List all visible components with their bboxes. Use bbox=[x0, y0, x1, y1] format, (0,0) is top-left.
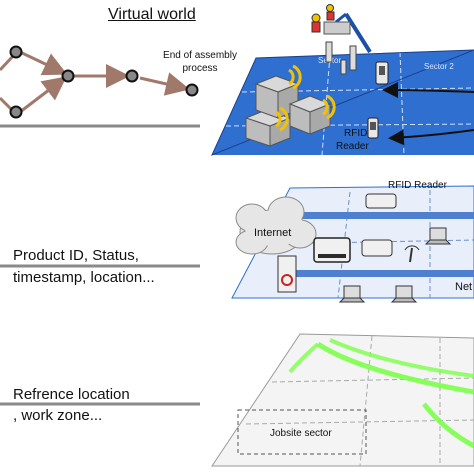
jobsite-label: Jobsite sector bbox=[270, 428, 332, 439]
wifi-signal-icon bbox=[275, 64, 336, 132]
process-node bbox=[9, 105, 23, 119]
signal-arrow bbox=[388, 129, 474, 146]
laptop-icon bbox=[424, 227, 452, 245]
end-of-assembly-label-line2: process bbox=[182, 63, 218, 74]
rfid-reader-label: RFID Reader bbox=[388, 180, 448, 191]
green-path bbox=[316, 341, 474, 395]
router-icon bbox=[313, 237, 351, 263]
jobsite-sector-box bbox=[237, 409, 367, 455]
process-node bbox=[125, 69, 139, 83]
jobsite-panel: Jobsite sector bbox=[211, 333, 474, 467]
data-label-line2: timestamp, location... bbox=[13, 269, 155, 286]
internet-label: Internet bbox=[254, 227, 291, 239]
end-of-assembly-label-line1: End of assembly bbox=[163, 50, 237, 61]
green-path bbox=[329, 338, 474, 378]
internet-cloud-icon bbox=[235, 196, 317, 255]
process-node bbox=[9, 45, 23, 59]
network-backbone bbox=[290, 270, 474, 277]
process-node bbox=[61, 69, 75, 83]
virtual-world-title: Virtual world bbox=[108, 6, 196, 23]
crane-load bbox=[323, 21, 351, 35]
reference-label-line2: , work zone... bbox=[13, 407, 103, 424]
laptop-icon bbox=[338, 285, 366, 303]
signal-arrow bbox=[382, 82, 474, 99]
edge bbox=[0, 53, 16, 72]
process-node bbox=[185, 83, 199, 97]
switch-icon bbox=[361, 239, 393, 257]
edge bbox=[19, 76, 67, 114]
column-element bbox=[349, 45, 357, 71]
laptop-icon bbox=[390, 285, 418, 303]
antenna-icon bbox=[409, 247, 413, 263]
network-backbone bbox=[300, 212, 474, 219]
rfid-label-line2: Reader bbox=[336, 141, 369, 152]
process-graph bbox=[0, 45, 199, 119]
worker-icon bbox=[311, 13, 321, 23]
data-label-line1: Product ID, Status, bbox=[13, 247, 139, 264]
reference-label-line1: Refrence location bbox=[13, 386, 130, 403]
edge bbox=[19, 50, 68, 76]
edge bbox=[139, 72, 190, 96]
rfid-label-line1: RFID bbox=[344, 128, 367, 139]
column-element bbox=[325, 41, 333, 63]
worker-icon bbox=[326, 4, 334, 12]
network-panel: Internet RFID Reader Net bbox=[231, 180, 474, 303]
sector-label-2: Sector 2 bbox=[424, 62, 454, 71]
green-path bbox=[288, 342, 320, 374]
crane-arm bbox=[344, 12, 372, 54]
green-path bbox=[422, 402, 474, 449]
rfid-reader-device-icon bbox=[365, 193, 397, 209]
assembly-floor-panel: Sector Sector 2 bbox=[211, 4, 474, 156]
network-label: Net bbox=[455, 281, 472, 293]
